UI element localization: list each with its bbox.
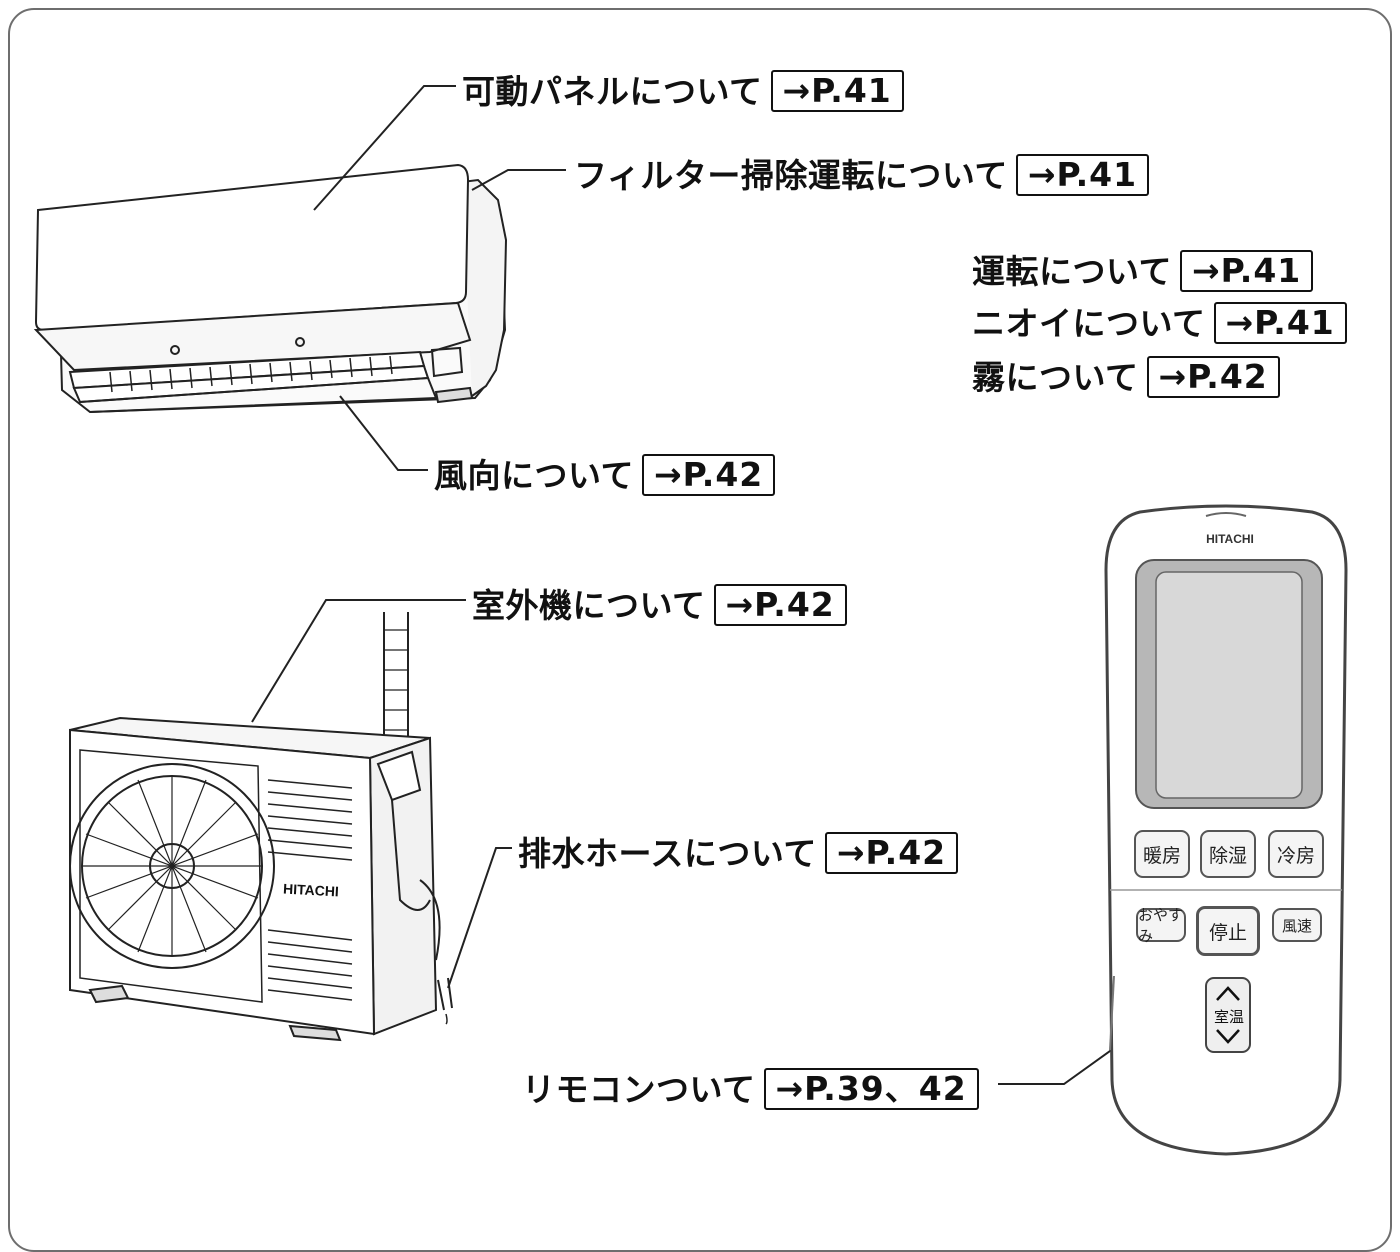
callout-airflow-label: 風向について (434, 455, 635, 495)
outdoor-unit (69, 612, 453, 1042)
callout-mist-label: 霧について (972, 357, 1139, 397)
callout-outdoor-unit-ref[interactable]: →P.42 (713, 584, 847, 626)
remote-room-temp-label: 室温 (1213, 1008, 1244, 1026)
callout-remote-label: リモコンついて (522, 1069, 756, 1109)
diagram-art (33, 85, 1348, 1156)
callout-filter-cleaning-ref[interactable]: →P.41 (1015, 154, 1150, 196)
callout-mist-ref[interactable]: →P.42 (1146, 356, 1280, 398)
callout-operation: 運転について →P.41 (972, 250, 1314, 292)
callout-airflow: 風向について →P.42 (434, 454, 776, 496)
callout-movable-panel-label: 可動パネルについて (462, 71, 763, 111)
remote-brand-logo: HITACHI (1206, 532, 1254, 546)
callout-movable-panel-ref[interactable]: →P.41 (770, 70, 904, 112)
callout-remote: リモコンついて →P.39、42 (522, 1068, 979, 1110)
remote-cool-button[interactable]: 冷房 (1268, 830, 1324, 878)
callout-odor-ref[interactable]: →P.41 (1213, 302, 1347, 344)
callout-operation-label: 運転について (972, 251, 1173, 291)
indoor-unit (33, 163, 508, 414)
callout-airflow-ref[interactable]: →P.42 (642, 454, 776, 496)
remote-dehumidify-button[interactable]: 除湿 (1200, 830, 1256, 878)
remote-fan-speed-button[interactable]: 風速 (1272, 908, 1322, 942)
callout-filter-cleaning: フィルター掃除運転について →P.41 (574, 154, 1150, 196)
callout-outdoor-unit: 室外機について →P.42 (472, 584, 847, 626)
leader-lines (251, 85, 1157, 1085)
callout-drain-hose: 排水ホースについて →P.42 (518, 832, 959, 874)
callout-drain-hose-ref[interactable]: →P.42 (824, 832, 959, 874)
callout-drain-hose-label: 排水ホースについて (518, 833, 817, 873)
callout-mist: 霧について →P.42 (972, 356, 1280, 398)
remote-stop-button[interactable]: 停止 (1196, 906, 1260, 956)
callout-movable-panel: 可動パネルについて →P.41 (462, 70, 904, 112)
callout-odor-label: ニオイについて (972, 303, 1206, 343)
callout-remote-ref[interactable]: →P.39、42 (763, 1068, 979, 1110)
callout-odor: ニオイについて →P.41 (972, 302, 1347, 344)
remote-sleep-button[interactable]: おやすみ (1136, 906, 1186, 945)
callout-outdoor-unit-label: 室外機について (472, 585, 706, 625)
remote-heat-button[interactable]: 暖房 (1134, 830, 1190, 878)
callout-filter-cleaning-label: フィルター掃除運転について (574, 155, 1008, 195)
callout-operation-ref[interactable]: →P.41 (1180, 250, 1314, 292)
